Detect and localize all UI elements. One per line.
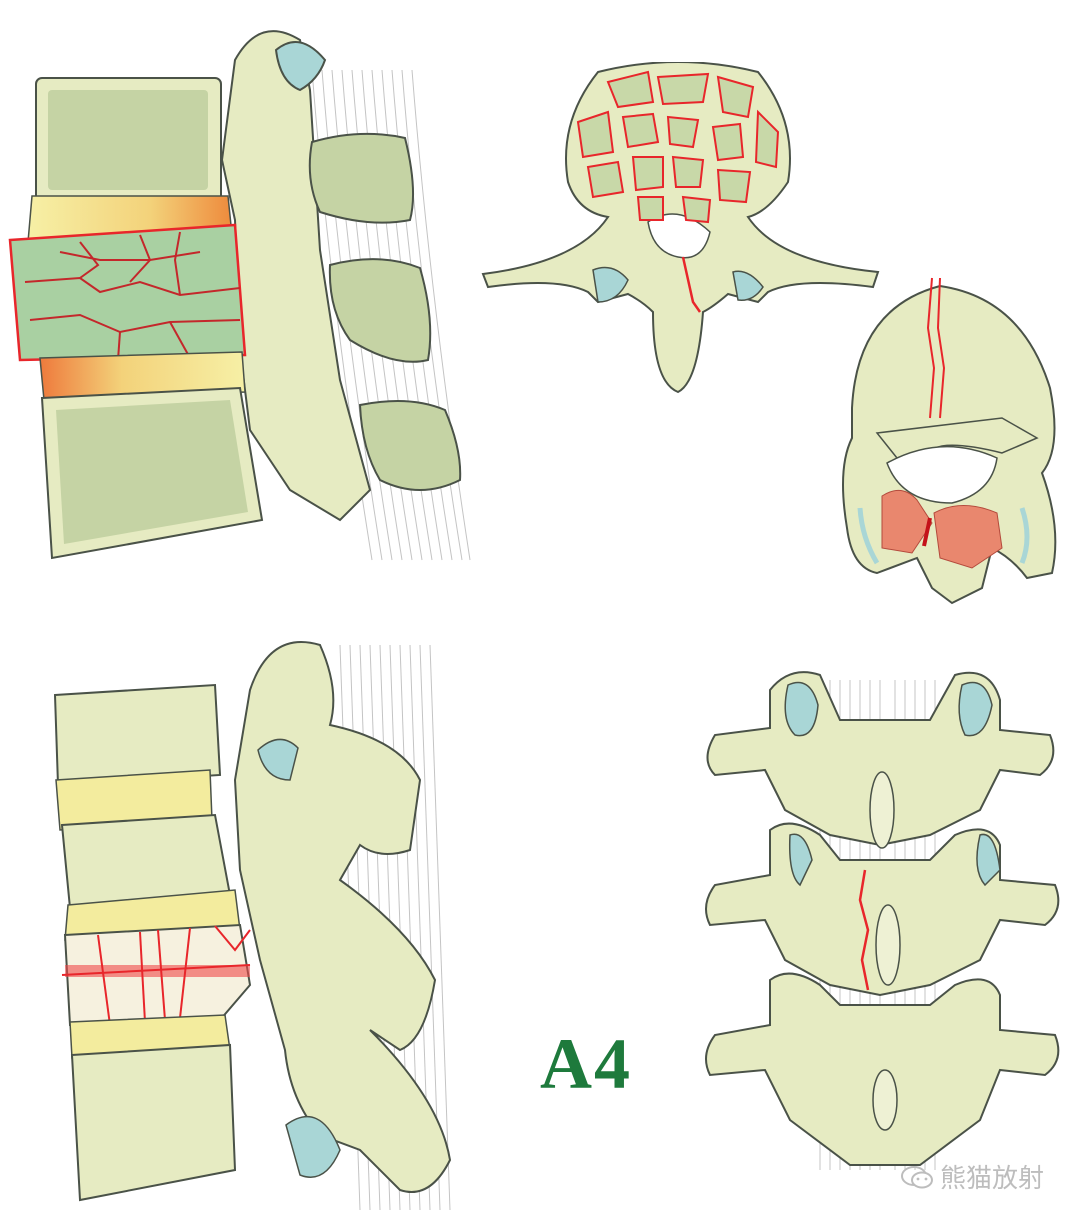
classification-label: A4 — [540, 1024, 632, 1104]
axial-sagittal-split-fracture — [822, 268, 1067, 608]
posterior-view-lamina-fracture — [700, 660, 1070, 1180]
watermark-text: 熊猫放射 — [940, 1164, 1045, 1194]
lateral-burst-fracture-bottom — [40, 630, 480, 1220]
watermark: 熊猫放射 — [900, 1158, 1044, 1195]
lateral-burst-fracture-top — [0, 20, 480, 565]
wechat-icon — [901, 1165, 933, 1188]
axial-comminuted-fracture — [478, 62, 888, 397]
